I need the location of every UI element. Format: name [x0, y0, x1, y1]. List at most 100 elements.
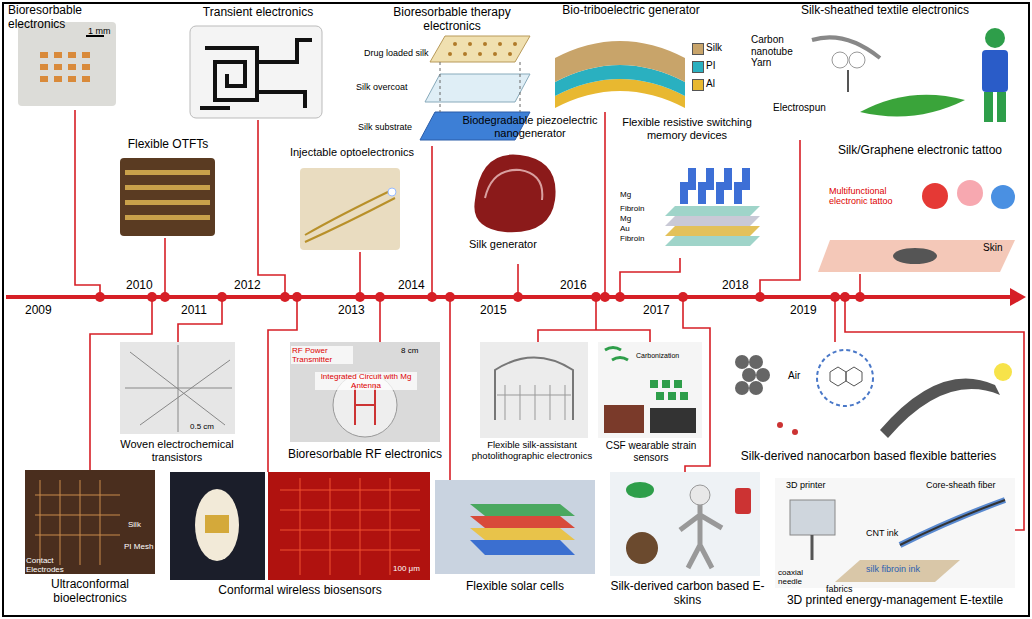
injectable-photo [305, 190, 395, 242]
timeline-dots [600, 292, 610, 302]
eskin-scene [626, 532, 658, 564]
panel-caption: Flexible resistive switching memory devi… [612, 116, 762, 141]
woven-photo [120, 342, 235, 434]
conformal-photos [170, 472, 430, 580]
battery-scene [994, 363, 1012, 381]
memory-stack [680, 168, 750, 204]
timeline-panel: Ultraconformal bioelectronicsContact Ele… [20, 470, 160, 612]
etextile-scene [775, 478, 1015, 588]
csf-sensor [605, 348, 628, 361]
year-label: 2015 [480, 304, 507, 318]
tattoo-scene [893, 248, 937, 264]
ultraconformal-photo [25, 470, 155, 574]
battery-scene [735, 381, 749, 395]
bioresorbable-photo [40, 52, 48, 58]
year-label: 2010 [126, 279, 153, 293]
battery-scene [756, 368, 770, 382]
year-label: 2016 [560, 279, 587, 293]
panel-caption: Flexible silk-assistant photolithographi… [468, 440, 596, 462]
memory-stack [734, 182, 742, 204]
csf-sensor [650, 408, 696, 433]
panel-label: coaxial needle [778, 568, 822, 586]
etextile-scene [900, 500, 1005, 545]
year-label: 2011 [181, 304, 207, 318]
panel-label: CNT ink [866, 528, 916, 538]
timeline-dots [217, 292, 227, 302]
panel-caption: Silk-derived nanocarbon based flexible b… [726, 450, 1011, 464]
rf-photo [290, 342, 440, 442]
leader-lines [604, 112, 606, 297]
timeline-panel: Flexible silk-assistant photolithographi… [468, 340, 596, 476]
csf-sensor [598, 342, 702, 438]
year-label: 2009 [25, 304, 52, 318]
panel-caption: Bioresorbable RF electronics [285, 448, 445, 462]
leader-lines [620, 258, 680, 297]
panel-label: Fibroin [620, 234, 660, 243]
solar-cell-stack [470, 504, 575, 516]
bioresorbable-photo [68, 52, 76, 58]
leader-lines [431, 146, 433, 297]
leader-lines [75, 110, 100, 297]
timeline-dots [855, 292, 865, 302]
ultraconformal-photo [35, 480, 120, 565]
bioresorbable-photo [68, 64, 76, 70]
legend-swatch [692, 79, 704, 91]
photolith-photo [495, 358, 573, 421]
panel-label: Silk overcoat [356, 82, 424, 92]
leader-lines [258, 120, 285, 297]
tattoo-scene [957, 180, 983, 206]
timeline-dots [95, 292, 865, 302]
timeline [1010, 288, 1026, 306]
piezo-generator [474, 155, 555, 233]
timeline-dots [513, 292, 523, 302]
timeline-panel: Flexible OTFTs [116, 138, 220, 238]
therapy-exploded-view [468, 42, 472, 46]
panel-label: Silk [128, 520, 156, 529]
panel-label: Carbonization [636, 352, 698, 360]
timeline-panel: Silk-sheathed textile electronicsCarbon … [745, 4, 1025, 140]
memory-stack [680, 182, 688, 204]
timeline-panel: Woven electrochemical transistors0.5 cm [112, 342, 242, 464]
timeline-panel: CSF wearable strain sensors Carbonization [596, 340, 706, 468]
otft-photo [125, 215, 210, 220]
panel-caption: Flexible OTFTs [116, 138, 220, 152]
battery-scene [777, 422, 798, 435]
year-label: 2017 [643, 304, 670, 318]
otft-photo [125, 200, 210, 205]
panel-label: Core-sheath fiber [926, 480, 1010, 490]
battery-scene [720, 342, 1018, 446]
csf-sensor [680, 392, 688, 400]
leader-lines [75, 110, 1024, 530]
year-label: 2014 [398, 279, 425, 293]
timeline-dots [355, 292, 365, 302]
leader-lines [760, 140, 800, 297]
memory-stack [665, 216, 760, 226]
csf-sensor [674, 380, 682, 388]
photolith-photo [497, 385, 571, 420]
timeline-panel: Bioresorbable RF electronicsRF Power Tra… [285, 342, 445, 466]
panel-caption: Bio-triboelectric generator [540, 4, 722, 18]
battery-scene [792, 429, 798, 435]
triboelectric-layers [555, 41, 685, 82]
timeline-panel: Injectable optoelectronics [282, 146, 422, 252]
battery-scene [817, 350, 873, 406]
panel-caption: Conformal wireless biosensors [165, 584, 435, 598]
panel-caption: Transient electronics [190, 6, 326, 20]
tattoo-scene [991, 185, 1015, 209]
panel-caption: CSF wearable strain sensors [596, 440, 706, 463]
csf-sensor [668, 392, 676, 400]
rf-photo [355, 385, 375, 425]
battery-scene [735, 355, 770, 395]
panel-caption: Silk-sheathed textile electronics [765, 4, 1005, 18]
therapy-exploded-view [498, 42, 502, 46]
csf-sensor [604, 405, 644, 433]
memory-stack [688, 168, 696, 190]
leader-lines [268, 297, 297, 472]
panel-label: Carbon nanotube Yarn [751, 34, 809, 69]
etextile-scene [775, 478, 1015, 588]
bioresorbable-photo [40, 52, 90, 82]
therapy-exploded-view [463, 52, 467, 56]
timeline-dots [147, 292, 157, 302]
